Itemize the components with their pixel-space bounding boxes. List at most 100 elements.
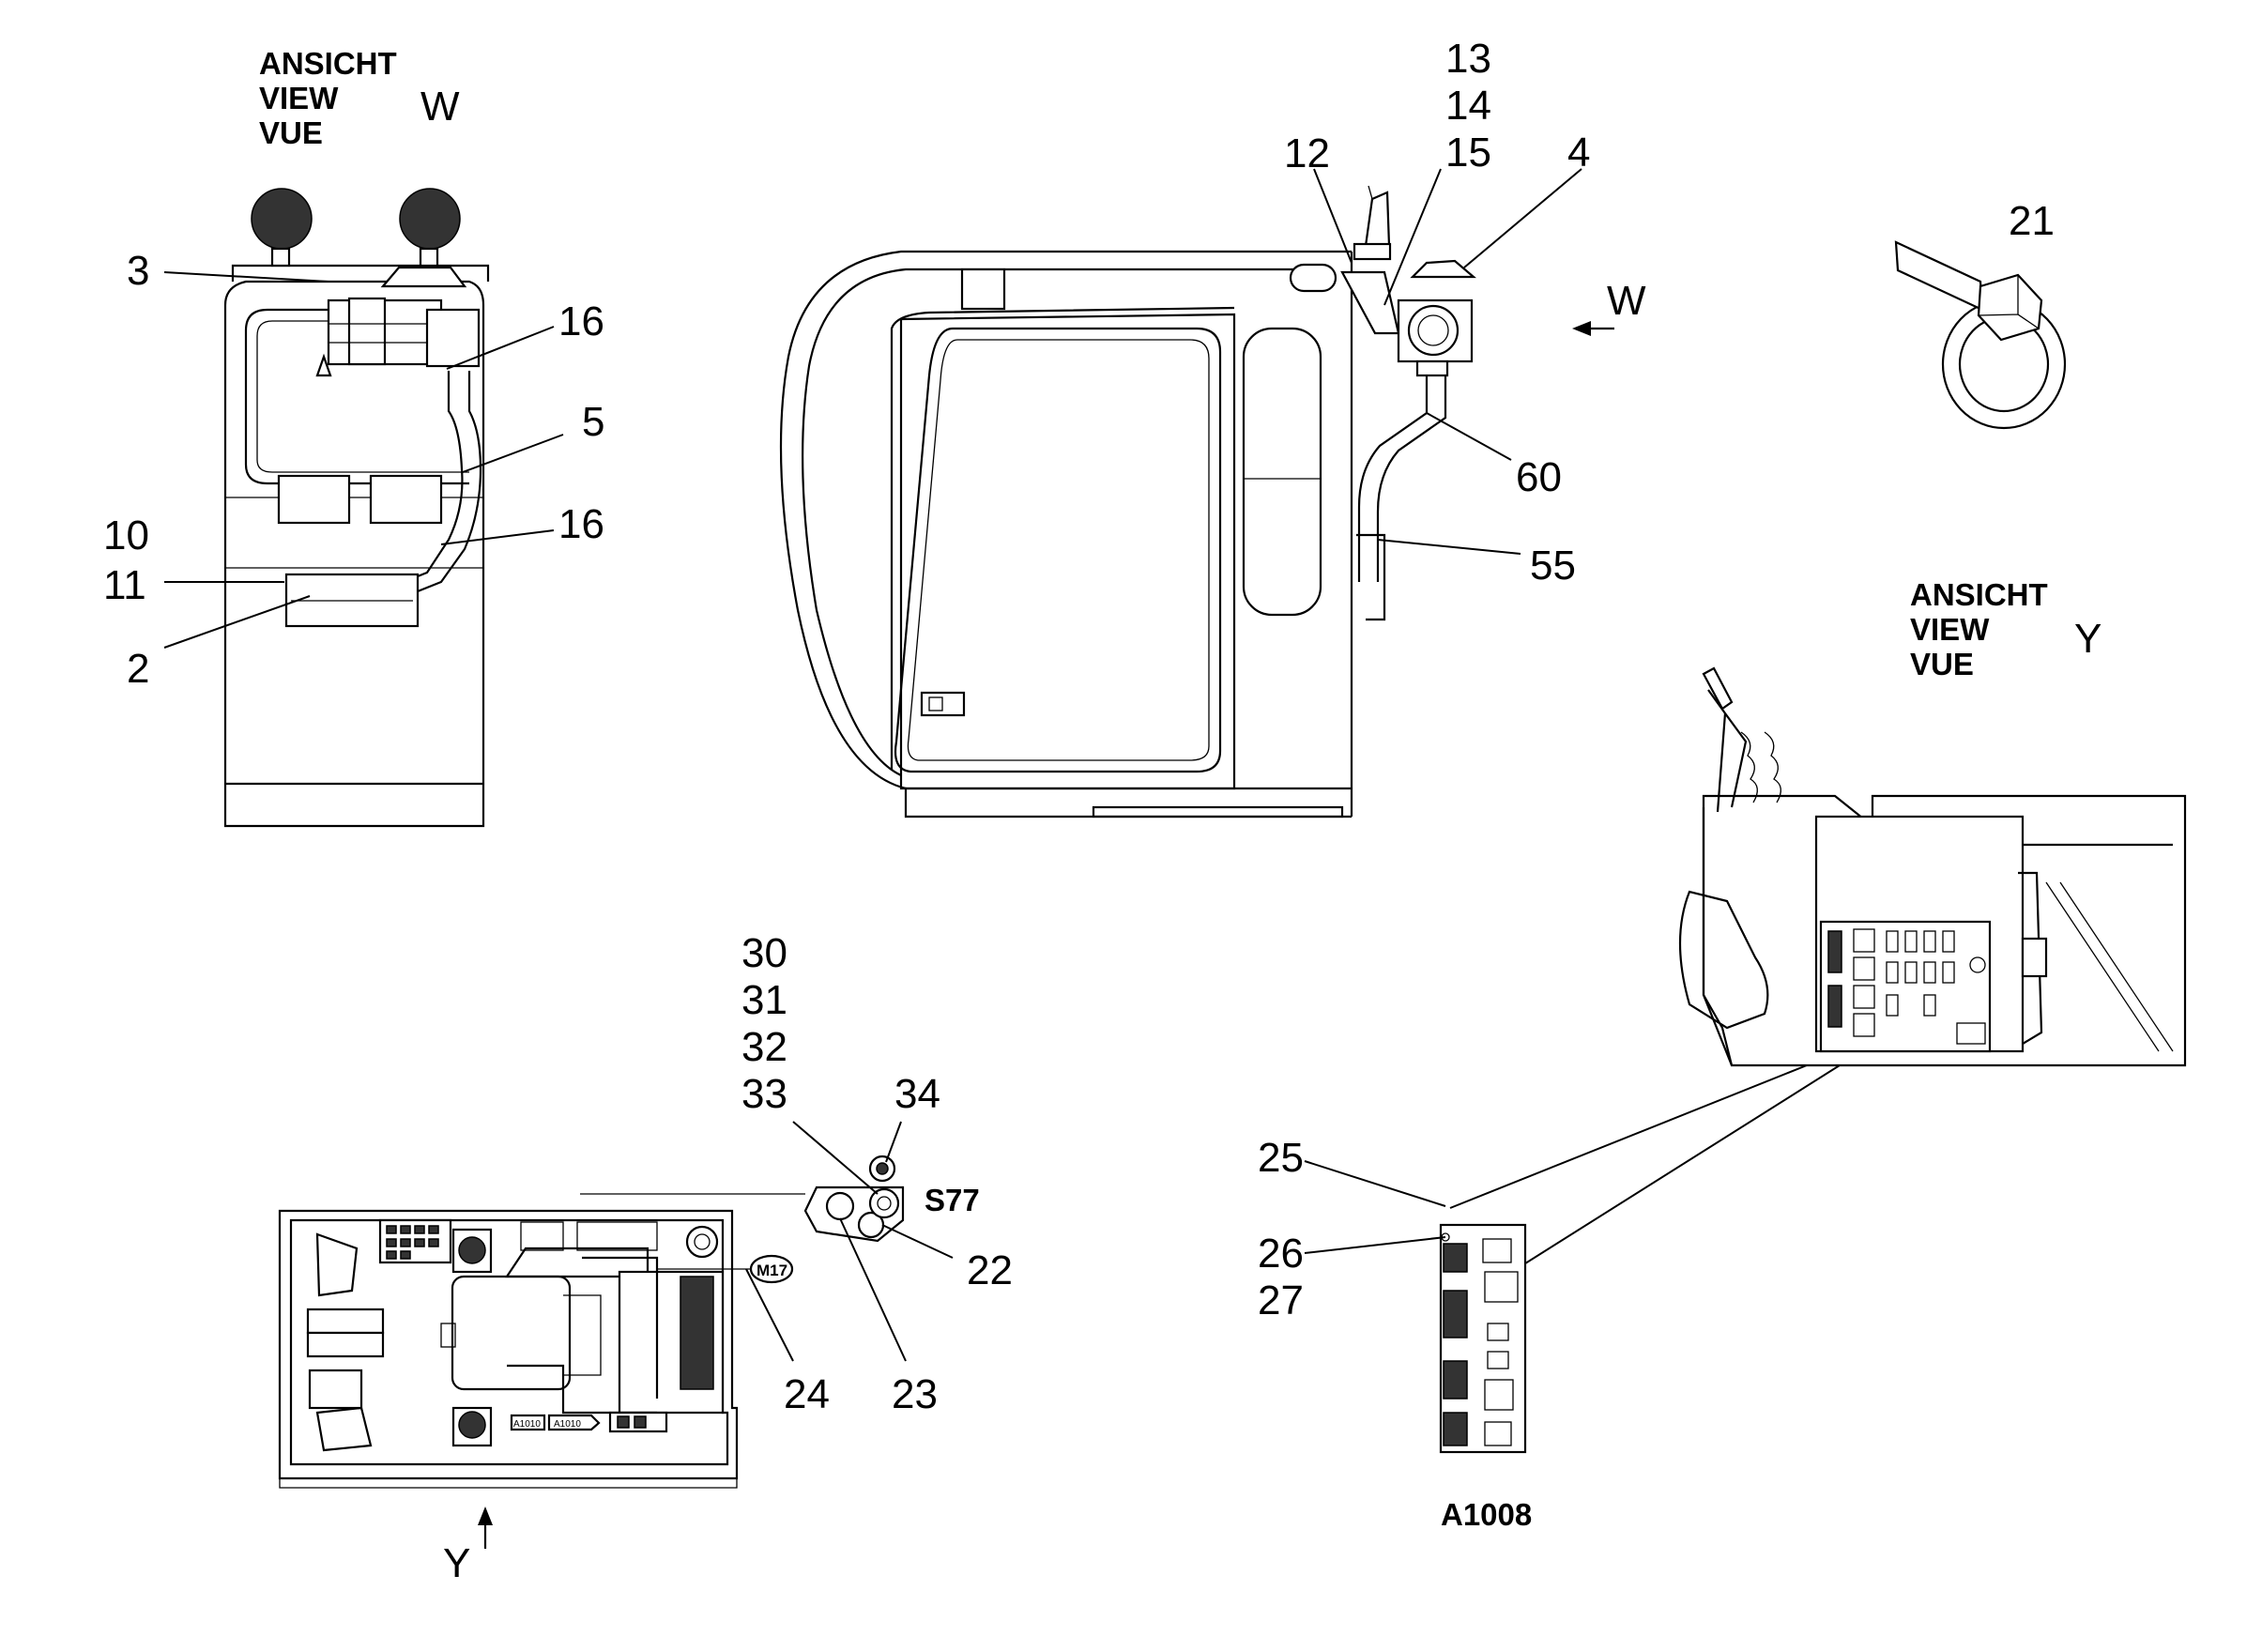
- cab-cable-duct: [1357, 375, 1429, 582]
- view-y-joystick: [1678, 890, 1769, 1030]
- view-w-grab-rail-inner: [256, 320, 469, 473]
- leader-13-15: [1383, 168, 1442, 306]
- view-w-title-fr: VUE: [259, 115, 323, 150]
- leader-16a: [446, 326, 555, 370]
- callout-23: 23: [892, 1371, 938, 1417]
- view-y-letter: Y: [2074, 616, 2102, 662]
- a1008-label: A1008: [1441, 1497, 1532, 1532]
- console-keypad-keys: [386, 1225, 439, 1260]
- leader-60: [1426, 412, 1512, 461]
- view-y-console-left: [1702, 807, 1734, 1066]
- view-w-side-box: [425, 308, 481, 368]
- cab-outer-frame: [779, 250, 1352, 818]
- view-y-coil-cable-2: [1764, 731, 1781, 803]
- callout-33: 33: [741, 1071, 787, 1117]
- console-a1010-label-b: A1010: [554, 1419, 581, 1430]
- view-w-title-en: VIEW: [259, 81, 339, 115]
- console-seat-back: [563, 1294, 602, 1376]
- a1008-board: A1008 25 26 27: [1258, 1064, 1841, 1532]
- view-w-cable-duct: [398, 371, 464, 586]
- callout-32: 32: [741, 1024, 787, 1070]
- cab-door: [899, 313, 1236, 790]
- console-a1010-tag-b: [547, 1414, 601, 1431]
- cab-door-edge: [890, 306, 1235, 770]
- cab-door-window: [894, 327, 1222, 773]
- console-top-view: A1010 A1010 M17 S77 Y: [278, 930, 1013, 1586]
- a1008-connector-3: [1443, 1412, 1468, 1446]
- view-w-cab-body: [223, 280, 485, 828]
- s77-switch-plate: [803, 1155, 905, 1243]
- cab-top-vent: [960, 268, 1006, 311]
- leader-a1008-1: [1449, 1064, 1808, 1209]
- leader-25: [1304, 1160, 1446, 1207]
- view-w-box-right: [369, 474, 443, 525]
- callout-27: 27: [1258, 1277, 1304, 1323]
- callout-16-upper: 16: [558, 298, 604, 344]
- a1008-connector-4: [1443, 1243, 1468, 1273]
- s77-label: S77: [925, 1183, 980, 1217]
- callout-13: 13: [1445, 36, 1491, 82]
- view-w-cable-duct-outer: [412, 371, 482, 595]
- cab-door-window-inner: [907, 339, 1210, 761]
- work-light-left: [251, 188, 313, 268]
- view-w-housing-detail: [329, 323, 441, 344]
- console-armrest-pad-2: [306, 1331, 385, 1358]
- view-y-coil-cable-1: [1740, 731, 1758, 803]
- console-round-port: [685, 1225, 719, 1259]
- callout-21: 21: [2009, 198, 2055, 244]
- view-w-nozzle: [315, 353, 332, 377]
- console-lip: [279, 1478, 738, 1489]
- callout-26: 26: [1258, 1231, 1304, 1277]
- view-w-beacon: [380, 266, 467, 288]
- arrow-y-letter: Y: [443, 1540, 470, 1586]
- leader-4: [1463, 168, 1582, 268]
- view-w-title-de: ANSICHT: [259, 46, 397, 81]
- view-y-lever-knob: [1702, 666, 1734, 711]
- leader-2: [163, 595, 311, 649]
- view-w-grab-rail: [244, 308, 469, 485]
- view-y-strut: [2045, 881, 2174, 1052]
- view-w-drawing: ANSICHT VIEW VUE W: [103, 46, 604, 828]
- leader-55: [1377, 539, 1521, 555]
- console-a1010-label-a: A1010: [513, 1419, 541, 1430]
- console-inner: [289, 1218, 729, 1466]
- leader-24: [745, 1268, 794, 1362]
- leader-5: [462, 434, 564, 473]
- leader-16b: [440, 529, 555, 545]
- cab-item-4-cap: [1410, 259, 1476, 279]
- a1008-connector-2: [1443, 1360, 1468, 1400]
- callout-34: 34: [894, 1071, 940, 1117]
- console-seat-lever: [440, 1323, 456, 1348]
- leader-34: [885, 1121, 902, 1163]
- leader-a1008-2: [1496, 1064, 1841, 1282]
- arrow-w-letter: W: [1607, 278, 1646, 324]
- view-y-title-fr: VUE: [1910, 647, 1974, 681]
- cab-inner-frame: [802, 268, 1323, 776]
- callout-16-lower: 16: [558, 501, 604, 547]
- callout-22: 22: [967, 1247, 1013, 1293]
- callout-24: 24: [784, 1371, 830, 1417]
- leader-12: [1313, 168, 1353, 264]
- callout-25: 25: [1258, 1135, 1304, 1181]
- leader-3: [163, 271, 329, 283]
- m17-label: M17: [757, 1262, 787, 1279]
- console-right-housing-vent: [680, 1276, 714, 1390]
- console-upper-block-2: [576, 1221, 658, 1251]
- console-upper-block-1: [520, 1221, 564, 1251]
- console-joystick-upper: [451, 1228, 493, 1274]
- callout-60: 60: [1516, 454, 1562, 500]
- view-y-relay: [2021, 937, 2048, 978]
- callout-11: 11: [103, 562, 146, 608]
- cable-tie: 21: [1894, 198, 2067, 430]
- arrow-w: W: [1572, 278, 1646, 336]
- view-y-board-components: [1827, 928, 1986, 1045]
- work-light-right: [399, 188, 461, 268]
- callout-12: 12: [1284, 130, 1330, 176]
- callout-14: 14: [1445, 83, 1491, 129]
- console-a1010-tag-a: [510, 1414, 546, 1431]
- callout-55: 55: [1530, 543, 1576, 589]
- view-w-box-left: [277, 474, 351, 525]
- view-w-housing-part: [347, 297, 387, 366]
- callout-31: 31: [741, 977, 787, 1023]
